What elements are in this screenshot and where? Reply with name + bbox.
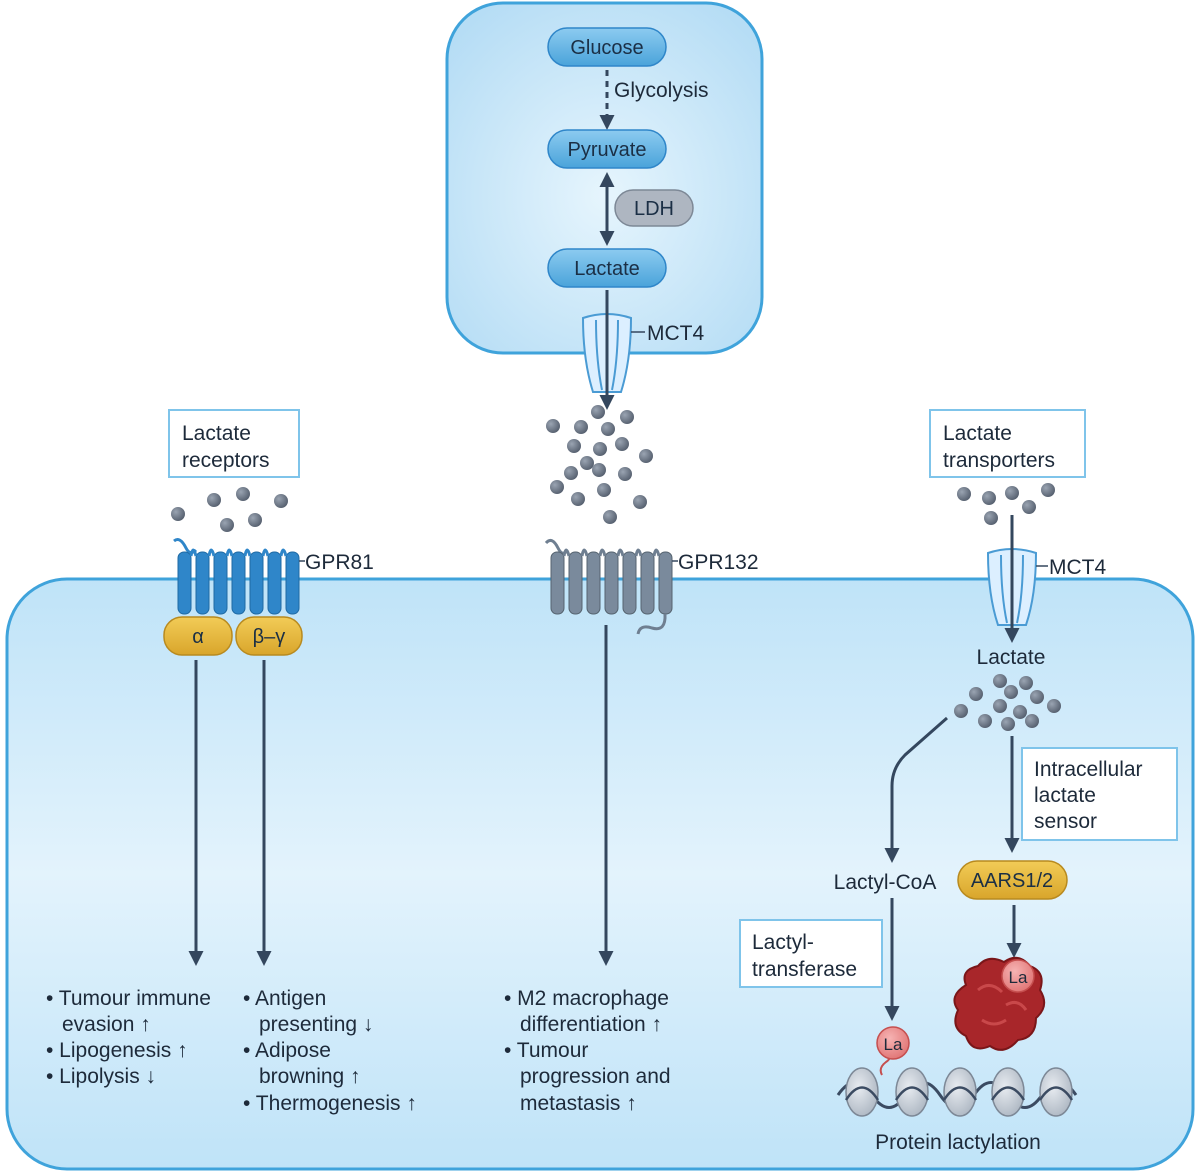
intracellular-lactate-label: Lactate [977, 646, 1046, 669]
lactyltransferase-box: Lactyl- transferase [739, 919, 883, 988]
la-mark-histone: La [876, 1026, 910, 1060]
glucose-node: Glucose [547, 27, 667, 67]
bg-outcome-2-line2: browning ↑ [259, 1065, 361, 1088]
aars-label: AARS1/2 [971, 870, 1053, 892]
sensor-line2: lactate [1034, 784, 1096, 807]
ldh-label: LDH [634, 198, 674, 220]
lactate-receptors-box: Lactate receptors [168, 409, 300, 478]
glucose-label: Glucose [570, 37, 643, 59]
lactate-label: Lactate [574, 258, 640, 280]
bg-outcome-1-line2: presenting ↓ [259, 1013, 373, 1036]
alpha-outcomes-list: • Tumour immune evasion ↑ • Lipogenesis … [46, 987, 211, 1088]
chromatin-nucleosomes [836, 1067, 1078, 1117]
gpr132-label: GPR132 [678, 551, 759, 574]
ldh-enzyme: LDH [614, 189, 694, 227]
mct4-right-label: MCT4 [1049, 556, 1106, 579]
receptors-line2: receptors [182, 449, 270, 472]
beta-gamma-outcomes-list: • Antigen presenting ↓ • Adipose brownin… [243, 987, 417, 1115]
transporters-line2: transporters [943, 449, 1055, 472]
lactate-transporters-box: Lactate transporters [929, 409, 1086, 478]
sensor-line3: sensor [1034, 810, 1097, 833]
aars-enzyme: AARS1/2 [957, 860, 1068, 900]
intracellular-sensor-box: Intracellular lactate sensor [1021, 747, 1178, 841]
protein-lactylation-label: Protein lactylation [875, 1131, 1041, 1154]
gpr81-receptor [173, 538, 300, 615]
sensor-line1: Intracellular [1034, 758, 1143, 781]
alpha-outcome-2: • Lipogenesis ↑ [46, 1039, 188, 1062]
lactate-node: Lactate [547, 248, 667, 288]
extracellular-lactate-dots-right [957, 483, 1055, 525]
beta-gamma-label: β–γ [253, 626, 286, 648]
la-mark-protein: La [1001, 959, 1035, 993]
g-alpha-subunit: α [163, 616, 233, 656]
bg-outcome-2-line1: • Adipose [243, 1039, 331, 1062]
alpha-outcome-1-line2: evasion ↑ [62, 1013, 151, 1036]
gpr132-outcome-1-line2: differentiation ↑ [520, 1013, 662, 1036]
transferase-line2: transferase [752, 958, 857, 981]
glycolysis-label: Glycolysis [614, 79, 709, 102]
g-beta-gamma-subunit: β–γ [235, 616, 303, 656]
transferase-line1: Lactyl- [752, 931, 814, 954]
gpr132-outcome-2-line2: progression and [520, 1065, 671, 1088]
transporters-line1: Lactate [943, 422, 1012, 445]
gpr132-receptor [544, 538, 673, 635]
pyruvate-node: Pyruvate [547, 129, 667, 169]
lactyl-coa-pathway-arrow [884, 716, 948, 863]
receptors-line1: Lactate [182, 422, 251, 445]
gpr132-outcome-2-line1: • Tumour [504, 1039, 588, 1062]
bg-outcome-1-line1: • Antigen [243, 987, 326, 1010]
extracellular-lactate-dots [546, 405, 653, 524]
bg-outcome-3: • Thermogenesis ↑ [243, 1092, 417, 1115]
alpha-outcome-3: • Lipolysis ↓ [46, 1065, 156, 1088]
pyruvate-label: Pyruvate [568, 139, 647, 161]
gpr81-label: GPR81 [305, 551, 374, 574]
lactyl-coa-label: Lactyl-CoA [834, 871, 937, 894]
la-histone-label: La [884, 1035, 903, 1054]
mct4-top-label: MCT4 [647, 322, 704, 345]
gpr132-outcome-2-line3: metastasis ↑ [520, 1092, 637, 1115]
la-protein-label: La [1009, 968, 1028, 987]
gpr81-lactate-dots [171, 487, 288, 532]
alpha-outcome-1-line1: • Tumour immune [46, 987, 211, 1010]
gpr132-outcomes-list: • M2 macrophage differentiation ↑ • Tumo… [504, 987, 671, 1115]
alpha-label: α [192, 626, 204, 648]
gpr132-outcome-1-line1: • M2 macrophage [504, 987, 669, 1010]
intracellular-lactate-dots [954, 674, 1061, 731]
